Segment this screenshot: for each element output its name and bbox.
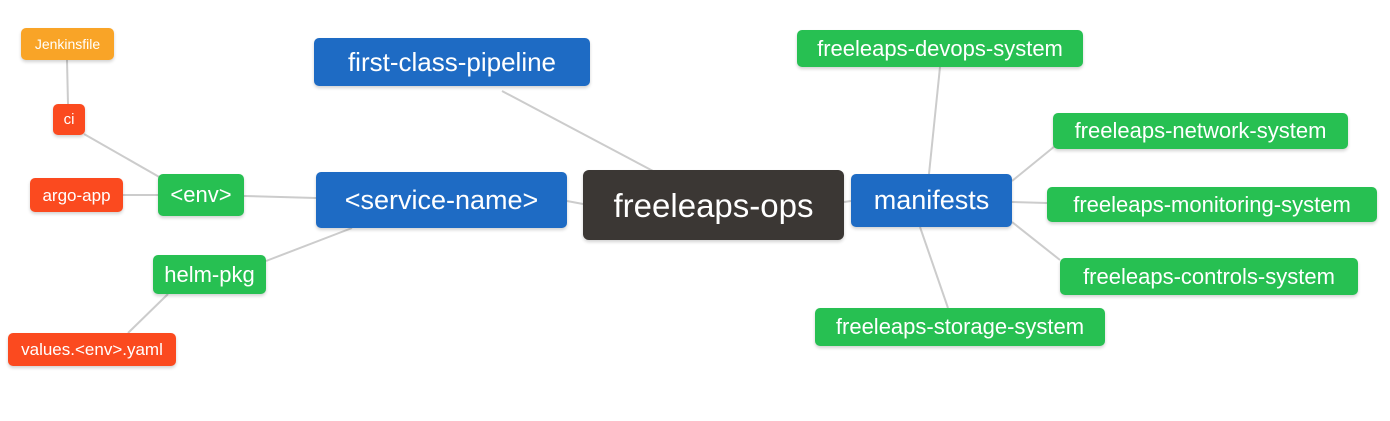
node-argo-app[interactable]: argo-app <box>30 178 123 212</box>
edge-manifests-storage <box>919 226 949 309</box>
node-values-env-yaml[interactable]: values.<env>.yaml <box>8 333 176 366</box>
edge-helm-pkg-values <box>127 293 169 334</box>
edge-service-name-ops <box>566 200 584 205</box>
node-service-name[interactable]: <service-name> <box>316 172 567 228</box>
node-jenkinsfile[interactable]: Jenkinsfile <box>21 28 114 60</box>
edge-jenkinsfile-ci <box>66 59 69 105</box>
node-freeleaps-controls-system[interactable]: freeleaps-controls-system <box>1060 258 1358 295</box>
edge-ci-env <box>83 133 162 179</box>
edge-manifests-controls <box>1011 221 1061 261</box>
node-freeleaps-ops-root[interactable]: freeleaps-ops <box>583 170 844 240</box>
node-helm-pkg[interactable]: helm-pkg <box>153 255 266 294</box>
edge-env-service-name <box>243 195 317 199</box>
node-freeleaps-devops-system[interactable]: freeleaps-devops-system <box>797 30 1083 67</box>
node-freeleaps-storage-system[interactable]: freeleaps-storage-system <box>815 308 1105 346</box>
node-freeleaps-network-system[interactable]: freeleaps-network-system <box>1053 113 1348 149</box>
node-first-class-pipeline[interactable]: first-class-pipeline <box>314 38 590 86</box>
node-ci[interactable]: ci <box>53 104 85 135</box>
edge-manifests-network <box>1011 145 1056 182</box>
node-freeleaps-monitoring-system[interactable]: freeleaps-monitoring-system <box>1047 187 1377 222</box>
edge-service-name-helm-pkg <box>265 227 353 262</box>
node-env[interactable]: <env> <box>158 174 244 216</box>
edge-ops-manifests <box>843 200 852 203</box>
node-manifests[interactable]: manifests <box>851 174 1012 227</box>
edge-first-class-pipeline-ops <box>501 90 654 172</box>
edge-manifests-devops <box>928 66 941 175</box>
edge-manifests-monitoring <box>1011 201 1048 204</box>
